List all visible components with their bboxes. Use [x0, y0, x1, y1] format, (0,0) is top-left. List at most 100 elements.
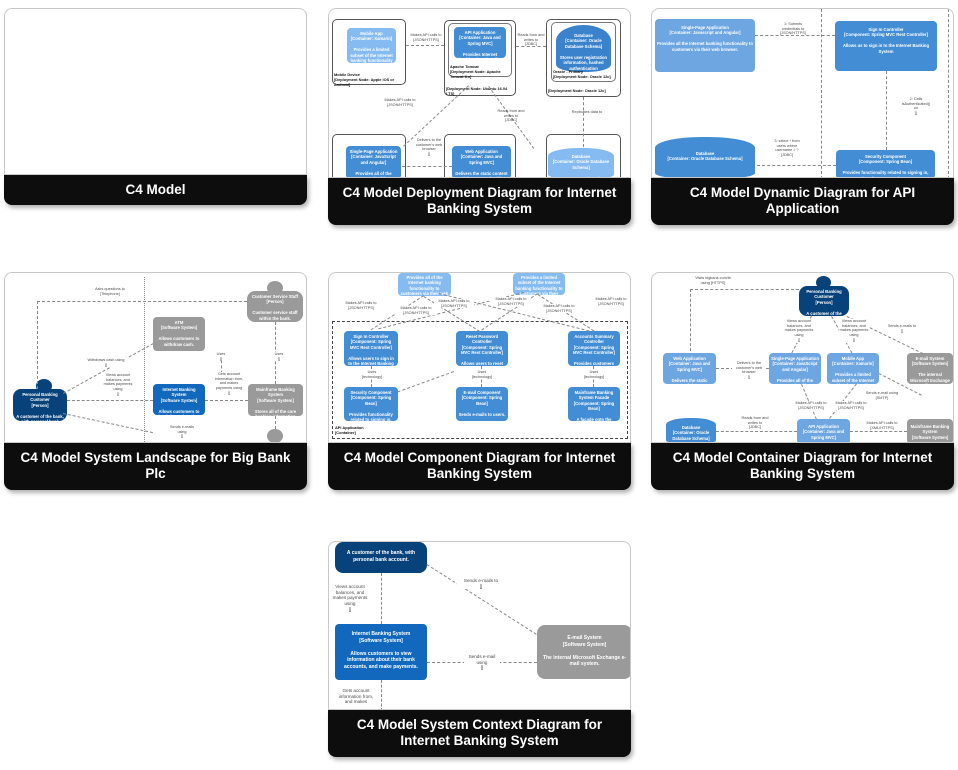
connector-line: [381, 680, 382, 709]
node-web-application: Web Application [Container: Java and Spr…: [452, 146, 511, 177]
edge-label: Asks questions to [Telephone]: [90, 287, 130, 297]
edge-label: Uses []: [213, 352, 229, 362]
edge-label: Delivers to the customer's web browser […: [732, 361, 766, 380]
node-mainframe-banking-system: Mainframe Banking System [Software Syste…: [248, 384, 303, 416]
edge-label: Makes API calls to [JSON/HTTPS]: [384, 98, 416, 107]
node-database-primary: Database [Container: Oracle Database Sch…: [556, 25, 611, 72]
node-mainframe-banking-system: Mainframe Banking System [Software Syste…: [907, 419, 953, 442]
connector-line: [690, 289, 799, 290]
card-dynamic-diagram[interactable]: Single-Page Application [Container: Java…: [651, 8, 954, 225]
node-email-system: E-mail System [Software System] The inte…: [907, 353, 953, 384]
node-database: Database [Container: Oracle Database Sch…: [666, 418, 716, 442]
enterprise-boundary-line: [144, 277, 145, 442]
connector-line: [690, 289, 691, 351]
edge-label: Views account balances, and makes paymen…: [101, 373, 135, 397]
edge-label: Makes API calls to [JSON/HTTPS]: [434, 299, 474, 309]
card-system-context-diagram[interactable]: A customer of the bank, with personal ba…: [328, 541, 631, 757]
edge-label: Gets account information from, and makes: [336, 688, 376, 706]
node-sign-in-controller: Sign In Controller [Component: Spring MV…: [835, 21, 937, 71]
edge-label: Makes API calls to [JSON/HTTPS]: [396, 306, 436, 316]
node-reset-password-controller: Reset Password Controller [Component: Sp…: [456, 331, 508, 366]
node-database-secondary: Database [Container: Oracle Database Sch…: [548, 148, 614, 177]
node-api-application: API Application [Container: Java and Spr…: [454, 27, 506, 58]
edge-label: Uses [technology]: [581, 370, 607, 380]
card-title[interactable]: C4 Model Deployment Diagram for Internet…: [328, 178, 631, 225]
thumbnail-system-landscape[interactable]: Customer Service Staff [Person] Customer…: [4, 272, 307, 443]
node-mobile-app: Mobile App [Container: Xamarin] Provides…: [827, 353, 879, 384]
card-component-diagram[interactable]: Provides all of the Internet banking fun…: [328, 272, 631, 490]
edge-label: Makes API calls to [XML/HTTPS]: [862, 421, 902, 431]
card-title[interactable]: C4 Model Component Diagram for Internet …: [328, 443, 631, 490]
card-c4-model[interactable]: C4 Model: [4, 8, 307, 206]
thumbnail-container-diagram[interactable]: Personal Banking Customer [Person] A cus…: [651, 272, 954, 443]
card-deployment-diagram[interactable]: Mobile App [Container: Xamarin] Provides…: [328, 8, 631, 225]
card-title[interactable]: C4 Model System Context Diagram for Inte…: [328, 710, 631, 757]
connector-line: [516, 46, 546, 47]
node-sign-in-controller: Sign In Controller [Component: Spring MV…: [344, 331, 398, 366]
edge-label: Makes API calls to [JSON/HTTPS]: [539, 304, 579, 314]
connector-line: [402, 166, 452, 167]
node-database: Database [Container: Oracle Database Sch…: [655, 137, 755, 177]
node-atm: ATM [Software System] Allows customers t…: [153, 317, 205, 351]
node-single-page-application: Single-Page Application [Container: Java…: [769, 353, 821, 384]
edge-label: 2: Calls isAuthenticated() on []: [901, 97, 931, 116]
card-container-diagram[interactable]: Personal Banking Customer [Person] A cus…: [651, 272, 954, 490]
node-mobile-app: Provides a limited subset of the Interne…: [513, 273, 565, 295]
edge-label: Replicates data to: [571, 110, 603, 114]
edge-label: Views account balances, and makes paymen…: [784, 319, 814, 343]
edge-label: Makes API calls to [JSON/HTTPS]: [832, 401, 870, 411]
card-title[interactable]: C4 Model: [4, 175, 307, 206]
connector-line: [221, 355, 222, 384]
thumbnail-component-diagram[interactable]: Provides all of the Internet banking fun…: [328, 272, 631, 443]
card-title[interactable]: C4 Model System Landscape for Big Bank P…: [4, 443, 307, 490]
node-personal-banking-customer: Personal Banking Customer [Person] A cus…: [13, 389, 67, 421]
connector-line: [205, 400, 248, 401]
edge-label: Makes API calls to [JSON/HTTPS]: [341, 301, 381, 311]
edge-label: Uses [technology]: [359, 370, 385, 380]
edge-label: Sends e-mail using [SMTP]: [862, 391, 902, 401]
node-internet-banking-system: Internet Banking System [Software System…: [153, 384, 205, 415]
connector-line: [757, 165, 836, 166]
thumbnail-c4-model[interactable]: [4, 8, 307, 175]
node-customer-service-staff: Customer Service Staff [Person] Customer…: [247, 291, 303, 322]
node-security-component: Security Component [Component: Spring Be…: [836, 150, 935, 177]
edge-label: Visits bigbank.com/ib using [HTTPS]: [692, 276, 734, 286]
edge-label: Sends e-mail using []: [464, 654, 500, 672]
deployment-node-label: Mobile Device [Deployment Node: Apple iO…: [334, 72, 395, 87]
node-mobile-app: Mobile App [Container: Xamarin] Provides…: [347, 28, 396, 63]
node-single-page-application: Single-Page Application [Container: Java…: [655, 19, 755, 72]
node-web-application: Web Application [Container: Java and Spr…: [663, 353, 716, 384]
connector-line: [67, 400, 153, 401]
node-security-component: Security Component [Component: Spring Be…: [344, 387, 398, 421]
node-mainframe-facade: Mainframe Banking System Facade [Compone…: [568, 387, 620, 421]
connector-line: [716, 431, 797, 432]
connector-line: [37, 301, 247, 302]
thumbnail-deployment-diagram[interactable]: Mobile App [Container: Xamarin] Provides…: [328, 8, 631, 178]
node-api-application: API Application [Container: Java and Spr…: [797, 419, 850, 442]
edge-label: 1: Submits credentials to [JSON/HTTPS]: [780, 22, 806, 36]
node-single-page-application: Provides all of the Internet banking fun…: [398, 273, 451, 296]
connector-line: [886, 71, 887, 150]
connector-line: [850, 431, 907, 432]
edge-label: 3: select * from users where username = …: [767, 139, 807, 158]
card-title[interactable]: C4 Model Container Diagram for Internet …: [651, 443, 954, 490]
edge-label: Uses [technology]: [469, 370, 495, 380]
edge-label: Withdraws cash using []: [83, 358, 129, 368]
container-boundary: [332, 321, 628, 439]
card-system-landscape[interactable]: Customer Service Staff [Person] Customer…: [4, 272, 307, 490]
edge-label: Makes API calls to [JSON/HTTPS]: [591, 297, 630, 307]
thumbnail-system-context-diagram[interactable]: A customer of the bank, with personal ba…: [328, 541, 631, 710]
edge-label: Gets account information from, and makes…: [211, 372, 247, 396]
edge-label: Sends e-mails to []: [884, 324, 920, 334]
connector-line: [37, 301, 38, 389]
deployment-node-label: [Deployment Node: Oracle 12c]: [548, 88, 606, 93]
thumbnail-dynamic-diagram[interactable]: Single-Page Application [Container: Java…: [651, 8, 954, 178]
card-title[interactable]: C4 Model Dynamic Diagram for API Applica…: [651, 178, 954, 225]
edge-label: Sends e-mails using []: [163, 425, 201, 440]
deployment-node-label: [Deployment Node: Ubuntu 16.04 LTS]: [446, 86, 508, 96]
separator-line: [948, 9, 949, 177]
boundary-label: API Application [Container]: [335, 425, 364, 435]
node-accounts-summary-controller: Accounts Summary Controller [Component: …: [568, 331, 620, 366]
connector-line: [426, 564, 537, 635]
